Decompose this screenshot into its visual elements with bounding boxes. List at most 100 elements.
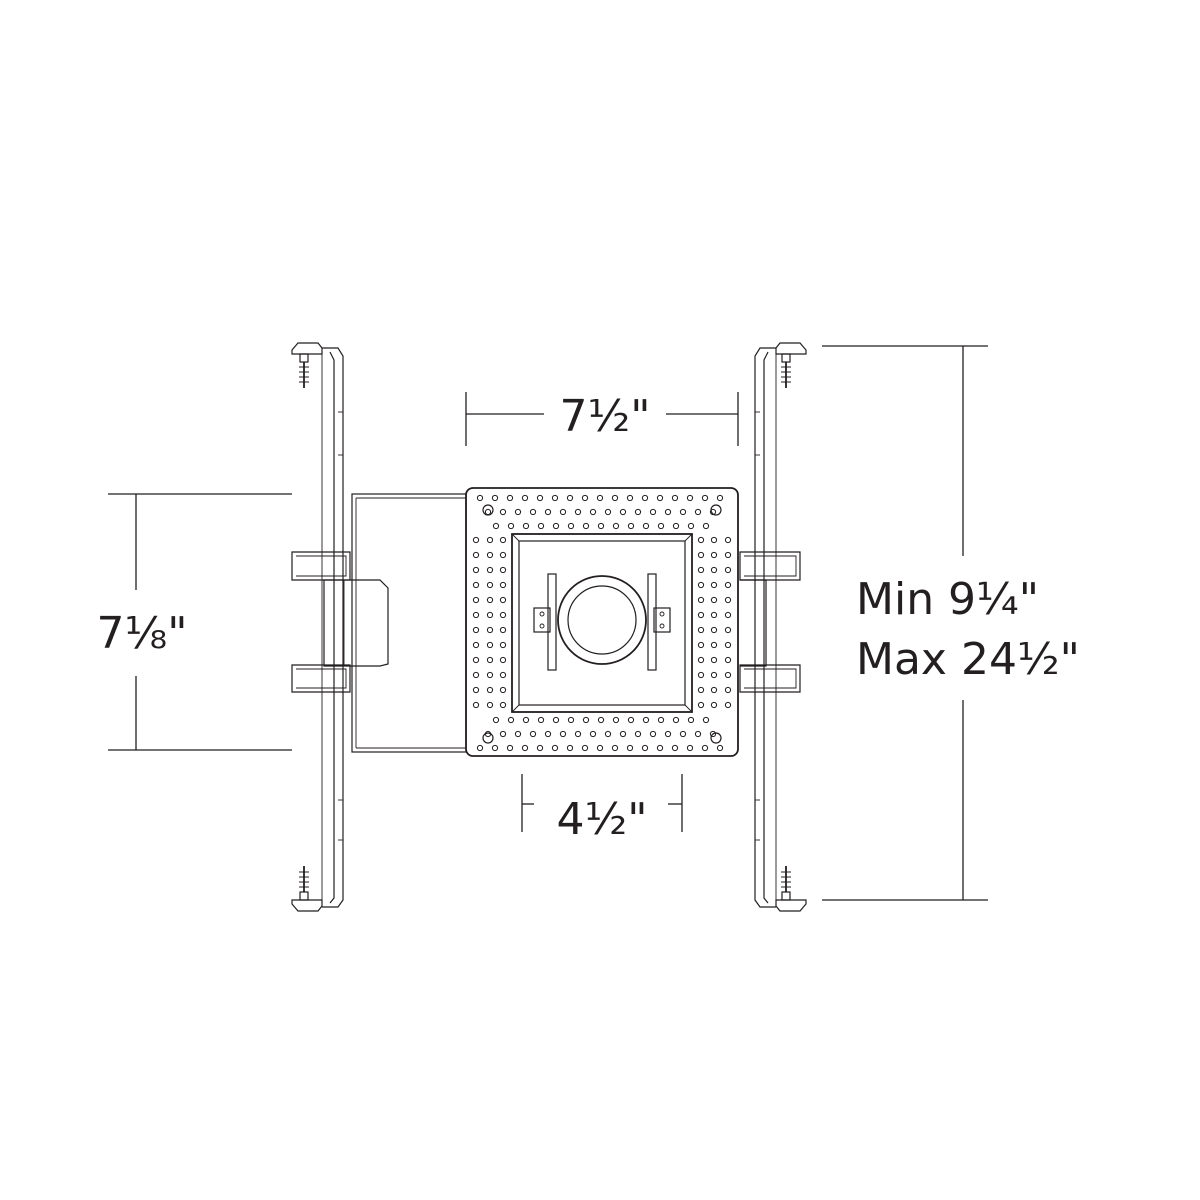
perforation-dot: [589, 508, 597, 516]
right-top-nail-icon: [775, 342, 807, 388]
perforation-dot: [710, 596, 718, 604]
perforation-dot: [484, 730, 492, 738]
right-hanger-bar: [754, 347, 777, 908]
dimension-left-height: 7⅛": [97, 493, 292, 751]
perforation-dot: [507, 716, 515, 724]
perforation-dot: [472, 641, 480, 649]
right-bracket-clamp: [739, 551, 801, 693]
perforation-dot: [672, 716, 680, 724]
perforation-dot: [486, 626, 494, 634]
perforation-dot: [499, 596, 507, 604]
perforation-dot: [536, 744, 544, 752]
perforation-dot: [566, 744, 574, 752]
perforation-dot: [596, 494, 604, 502]
perforation-dot: [686, 744, 694, 752]
perforation-dot: [491, 744, 499, 752]
perforation-dot: [710, 671, 718, 679]
perforation-dot: [499, 701, 507, 709]
perforation-dot: [559, 508, 567, 516]
dimension-bottom-aperture: 4½": [521, 774, 683, 845]
perforation-dot: [671, 744, 679, 752]
perforation-dot: [724, 641, 732, 649]
perforation-dot: [499, 581, 507, 589]
perforation-dot: [611, 744, 619, 752]
perforation-dot: [514, 730, 522, 738]
perforation-dot: [597, 716, 605, 724]
left-height-label: 7⅛": [97, 608, 188, 659]
perforation-dot: [472, 611, 480, 619]
perforation-dot: [529, 508, 537, 516]
perforation-dot: [472, 686, 480, 694]
junction-box: [351, 493, 467, 753]
perforation-dot: [697, 656, 705, 664]
perforation-dot: [710, 581, 718, 589]
perforation-dot: [596, 744, 604, 752]
left-bracket-clamp: [291, 551, 389, 693]
perforation-dot: [472, 701, 480, 709]
perforation-dot: [566, 494, 574, 502]
perforation-dot: [642, 522, 650, 530]
perforation-dot: [506, 744, 514, 752]
perforation-dot: [486, 566, 494, 574]
perforation-dot: [724, 581, 732, 589]
perforation-dot: [491, 494, 499, 502]
perforation-dot: [472, 566, 480, 574]
perforation-dots: [472, 494, 732, 752]
perforation-dot: [697, 701, 705, 709]
perforation-dot: [567, 522, 575, 530]
perforation-dot: [574, 508, 582, 516]
perforation-dot: [724, 611, 732, 619]
perforation-dot: [671, 494, 679, 502]
perforation-dot: [724, 701, 732, 709]
perforation-dot: [687, 522, 695, 530]
perforation-dot: [486, 656, 494, 664]
perforation-dot: [697, 536, 705, 544]
dimension-span: Min 9¼" Max 24½": [822, 345, 1080, 901]
perforation-dot: [627, 522, 635, 530]
perforation-dot: [724, 551, 732, 559]
perforation-dot: [702, 716, 710, 724]
span-max-label: Max 24½": [856, 634, 1080, 685]
perforation-dot: [499, 611, 507, 619]
perforation-dot: [551, 744, 559, 752]
perforation-dot: [499, 671, 507, 679]
perforation-dot: [697, 551, 705, 559]
perforation-dot: [694, 730, 702, 738]
perforation-dot: [582, 522, 590, 530]
perforation-dot: [472, 536, 480, 544]
aperture-frame: [511, 533, 693, 713]
perforation-dot: [649, 508, 657, 516]
perforation-dot: [544, 508, 552, 516]
perforation-dot: [710, 536, 718, 544]
lamp-bracket-right: [647, 573, 671, 671]
perforation-dot: [626, 494, 634, 502]
perforation-dot: [551, 494, 559, 502]
perforation-dot: [642, 716, 650, 724]
perforation-dot: [499, 566, 507, 574]
perforation-dot: [657, 522, 665, 530]
perforation-dot: [581, 494, 589, 502]
perforation-dot: [559, 730, 567, 738]
perforation-dot: [537, 716, 545, 724]
perforation-dot: [476, 494, 484, 502]
perforation-dot: [486, 611, 494, 619]
perforation-dot: [656, 744, 664, 752]
perforation-dot: [612, 522, 620, 530]
perforation-dot: [710, 626, 718, 634]
perforation-dot: [581, 744, 589, 752]
perforation-dot: [679, 508, 687, 516]
perforation-dot: [521, 744, 529, 752]
perforation-dot: [710, 641, 718, 649]
perforation-dot: [649, 730, 657, 738]
perforation-dot: [612, 716, 620, 724]
perforation-dot: [716, 744, 724, 752]
perforation-dot: [544, 730, 552, 738]
perforation-dot: [724, 626, 732, 634]
perforation-dot: [499, 551, 507, 559]
left-bottom-nail-icon: [291, 866, 323, 912]
perforation-dot: [486, 596, 494, 604]
perforation-dot: [499, 730, 507, 738]
perforation-dot: [507, 522, 515, 530]
perforation-dot: [672, 522, 680, 530]
